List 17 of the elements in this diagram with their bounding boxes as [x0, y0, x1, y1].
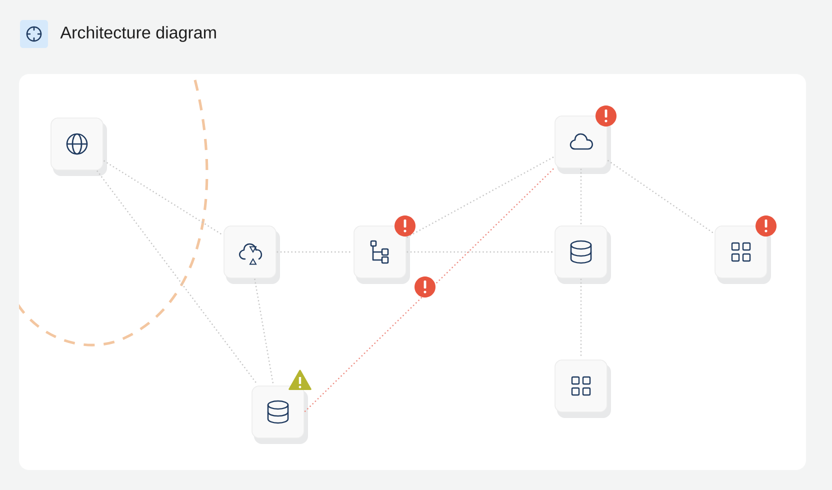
- connector-line: [580, 168, 582, 226]
- icon-tile: [554, 226, 611, 284]
- icon-tile: [224, 226, 280, 284]
- diagram-title: Architecture diagram: [60, 26, 216, 42]
- connector-line: [304, 168, 555, 412]
- icon-tile: [554, 116, 611, 174]
- icon-tile: [554, 360, 611, 418]
- connector-line: [608, 160, 714, 234]
- connector-line: [406, 251, 554, 253]
- icon-tile: [252, 386, 308, 444]
- connector-line: [96, 170, 258, 386]
- connector-line: [406, 156, 554, 238]
- icon-tile: [354, 226, 410, 284]
- icon-tile: [50, 118, 107, 176]
- icon-tile: [714, 226, 771, 284]
- connector-line: [254, 278, 274, 386]
- connector-line: [104, 160, 224, 236]
